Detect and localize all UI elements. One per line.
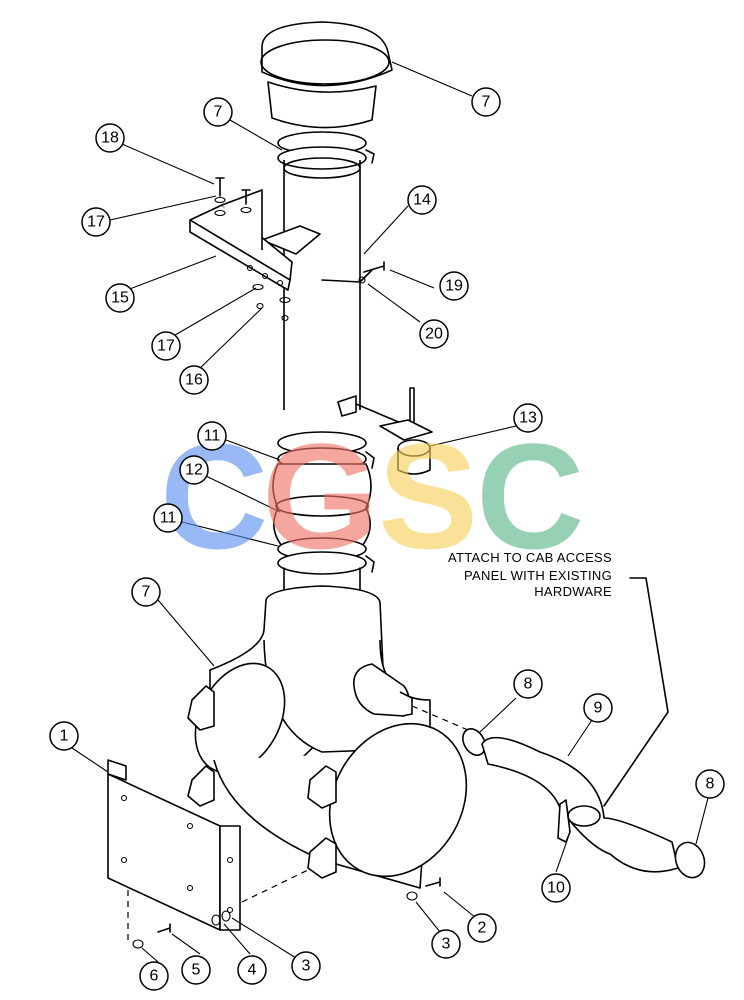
middle-clamps: [272, 431, 375, 601]
callout: 20: [419, 319, 449, 349]
leader-lines: [71, 61, 709, 963]
svg-text:2: 2: [478, 920, 487, 937]
callout: 7: [203, 97, 233, 127]
callout: 14: [407, 185, 437, 215]
bolts-upper: [214, 177, 385, 322]
watermark-letter: C: [476, 412, 584, 580]
svg-text:7: 7: [214, 104, 223, 121]
svg-text:19: 19: [445, 278, 463, 295]
svg-text:4: 4: [248, 962, 257, 979]
callout: 13: [513, 403, 543, 433]
svg-text:7: 7: [142, 584, 151, 601]
mounting-plate: [107, 759, 241, 931]
svg-text:13: 13: [519, 410, 537, 427]
cab-panel-bracket: [337, 387, 433, 475]
callout: 18: [95, 123, 125, 153]
watermark-letter: S: [378, 412, 478, 580]
svg-text:16: 16: [185, 372, 203, 389]
callout: 8: [513, 669, 543, 699]
svg-text:12: 12: [185, 462, 203, 479]
callout: 7: [471, 87, 501, 117]
svg-text:17: 17: [87, 214, 105, 231]
intake-hose: [462, 577, 706, 879]
svg-text:11: 11: [160, 510, 177, 527]
svg-text:15: 15: [111, 290, 129, 307]
callout: 3: [291, 951, 321, 981]
callout: 5: [181, 955, 211, 985]
svg-text:11: 11: [204, 428, 221, 445]
callout: 8: [695, 769, 725, 799]
svg-text:7: 7: [482, 94, 491, 111]
callout: 2: [467, 913, 497, 943]
callout: 16: [179, 365, 209, 395]
callout: 15: [105, 283, 135, 313]
svg-text:3: 3: [442, 936, 451, 953]
callout: 9: [583, 693, 613, 723]
callout: 10: [541, 873, 571, 903]
callout: 17: [151, 331, 181, 361]
callout: 4: [237, 955, 267, 985]
note-line: HARDWARE: [534, 584, 612, 599]
note-line: PANEL WITH EXISTING: [464, 568, 612, 583]
attach-note: ATTACH TO CAB ACCESS PANEL WITH EXISTING…: [448, 550, 612, 599]
callout: 11: [197, 421, 227, 451]
svg-text:5: 5: [192, 962, 201, 979]
callout: 17: [81, 207, 111, 237]
callout: 1: [49, 721, 79, 751]
callout: 11: [153, 503, 183, 533]
watermark-letter: G: [262, 412, 379, 580]
svg-text:10: 10: [547, 880, 565, 897]
callout: 19: [439, 271, 469, 301]
callout: 6: [139, 961, 169, 991]
svg-text:8: 8: [524, 676, 533, 693]
mounting-bracket: [189, 189, 293, 291]
svg-text:3: 3: [302, 958, 311, 975]
callout: 7: [131, 577, 161, 607]
svg-text:9: 9: [594, 700, 603, 717]
svg-text:8: 8: [706, 776, 715, 793]
svg-text:20: 20: [425, 326, 443, 343]
note-line: ATTACH TO CAB ACCESS: [448, 550, 612, 565]
air-cleaner: [187, 585, 468, 889]
svg-text:17: 17: [157, 338, 175, 355]
callout: 3: [431, 929, 461, 959]
svg-text:6: 6: [150, 968, 159, 985]
svg-text:18: 18: [101, 130, 119, 147]
rain-cap: [260, 21, 393, 129]
callout: 12: [179, 455, 209, 485]
svg-text:14: 14: [413, 192, 431, 209]
bottom-hardware: [132, 877, 441, 949]
svg-text:1: 1: [60, 728, 69, 745]
